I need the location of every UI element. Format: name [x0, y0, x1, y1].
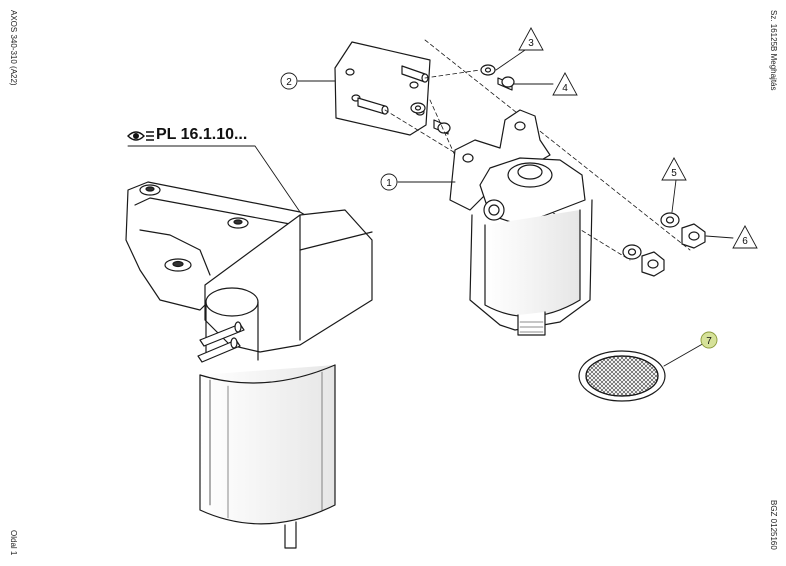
mounting-plate [334, 41, 431, 136]
callout-4[interactable]: 4 [552, 72, 578, 96]
svg-text:1: 1 [386, 178, 392, 189]
svg-text:6: 6 [742, 236, 748, 247]
callout-markers: 1 2 3 4 5 6 7 [280, 27, 758, 349]
svg-text:7: 7 [706, 336, 712, 347]
callout-6[interactable]: 6 [732, 225, 758, 249]
svg-text:2: 2 [286, 77, 292, 88]
eye-pointer-icon [127, 131, 154, 141]
page-reference-text: PL 16.1.10... [156, 126, 248, 143]
section-label: Sz. 16125B Meghajtás [769, 10, 778, 91]
drawing-code-label: BGZ 0125160 [769, 500, 778, 550]
callout-1[interactable]: 1 [380, 173, 398, 191]
svg-text:5: 5 [671, 168, 677, 179]
model-label: AXOS 340-310 (A22) [9, 10, 18, 86]
svg-text:3: 3 [528, 38, 534, 49]
page-number-label: Oldal 1 [9, 530, 18, 556]
svg-text:4: 4 [562, 83, 568, 94]
leader-lines [127, 47, 734, 367]
page-reference-link[interactable]: PL 16.1.10... [122, 124, 262, 146]
callout-2[interactable]: 2 [280, 72, 298, 90]
callout-7[interactable]: 7 [700, 331, 718, 349]
callout-3[interactable]: 3 [518, 27, 544, 51]
exploded-filter-unit [334, 39, 706, 402]
callout-5[interactable]: 5 [661, 157, 687, 181]
assembled-filter-unit [125, 181, 373, 549]
